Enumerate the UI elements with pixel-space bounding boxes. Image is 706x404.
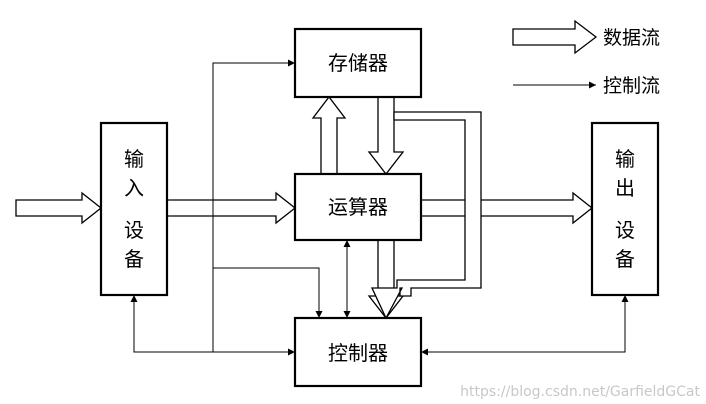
- alu-label: 运算器: [328, 195, 388, 219]
- output-label-char-1: 输: [615, 147, 635, 171]
- data-arrow-alu-to-output: [420, 191, 594, 225]
- output-label-char-4: 备: [615, 247, 635, 271]
- output-label-char-2: 出: [615, 176, 635, 200]
- data-arrow-alu-to-memory: [311, 95, 347, 175]
- data-arrow-into-input: [15, 191, 103, 225]
- legend-data-flow-arrow-icon: [512, 19, 598, 55]
- output-device-block: [590, 121, 660, 297]
- watermark-text: https://blog.csdn.net/GarfieldGCat: [460, 384, 700, 400]
- input-label-char-2: 入: [124, 176, 144, 200]
- data-arrow-memory-to-controller-loop: [370, 111, 482, 320]
- alu-block: [293, 172, 423, 242]
- output-label-char-3: 设: [615, 218, 635, 242]
- control-arrow-output-controller: [421, 295, 629, 356]
- data-arrow-memory-to-alu: [367, 96, 405, 176]
- input-label-char-1: 输: [124, 147, 144, 171]
- controller-label: 控制器: [328, 341, 388, 365]
- legend-control-flow-label: 控制流: [603, 75, 660, 97]
- memory-label: 存储器: [328, 51, 388, 75]
- input-label-char-4: 备: [124, 247, 144, 271]
- input-device-block: [99, 121, 169, 297]
- legend-data-flow-label: 数据流: [603, 27, 660, 49]
- control-arrow-input-controller: [130, 295, 295, 356]
- input-label-char-3: 设: [124, 218, 144, 242]
- data-arrow-input-to-alu: [166, 191, 297, 225]
- control-arrow-left-to-controller: [213, 267, 323, 318]
